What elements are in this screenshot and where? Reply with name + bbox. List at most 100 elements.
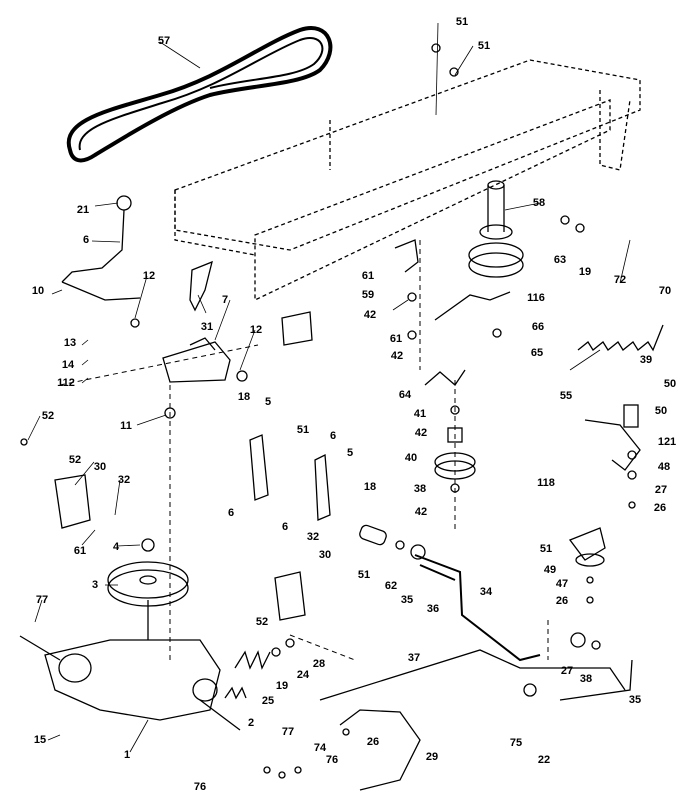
callout-42-mid[interactable]: 61	[389, 333, 403, 345]
callout-52-mid[interactable]: 30	[318, 549, 332, 561]
callout-26-mid[interactable]: 47	[555, 578, 569, 590]
callout-27-lower[interactable]: 22	[537, 754, 551, 766]
callout-19-upper[interactable]: 63	[553, 254, 567, 266]
callout-62[interactable]: 51	[357, 569, 371, 581]
callout-6-mid-left[interactable]: 6	[227, 507, 235, 519]
callout-7[interactable]: 7	[221, 294, 229, 306]
callout-65[interactable]: 66	[531, 321, 545, 333]
callout-75[interactable]: 76	[193, 781, 207, 793]
mount-bracket-left	[54, 474, 91, 529]
callout-72[interactable]: 19	[578, 266, 592, 278]
callout-76-upper[interactable]: 74	[313, 742, 327, 754]
callout-66[interactable]: 116	[527, 292, 545, 304]
callout-22[interactable]: 29	[425, 751, 439, 763]
shaft-sleeve	[359, 524, 387, 546]
callout-112[interactable]: 112	[57, 377, 75, 389]
callout-51-top[interactable]: 51	[455, 16, 469, 28]
callout-29[interactable]: 26	[366, 736, 380, 748]
belt-guide-pulley	[575, 553, 605, 567]
callout-41[interactable]: 64	[398, 389, 412, 401]
callout-5-left[interactable]: 5	[264, 396, 272, 408]
callout-55[interactable]: 39	[639, 354, 653, 366]
callout-15[interactable]: 15	[33, 734, 47, 746]
callout-59[interactable]: 61	[361, 270, 375, 282]
callout-76-lower[interactable]: 76	[325, 754, 339, 766]
callout-116[interactable]: 70	[658, 285, 672, 297]
callout-32-left[interactable]: 32	[117, 474, 131, 486]
callout-4[interactable]: 4	[112, 541, 120, 553]
idler-bracket	[394, 239, 419, 273]
callout-52-left[interactable]: 52	[68, 454, 82, 466]
callout-63[interactable]: 58	[532, 197, 546, 209]
callout-3[interactable]: 3	[91, 579, 99, 591]
idler-spring-arm	[424, 369, 466, 386]
callout-13[interactable]: 13	[63, 337, 77, 349]
belt-guide	[568, 527, 606, 561]
brake-bracket	[584, 404, 641, 471]
callout-57[interactable]: 57	[157, 35, 171, 47]
callout-27-upper[interactable]: 118	[537, 477, 555, 489]
callout-51-right[interactable]: 26	[653, 502, 667, 514]
callout-18-right[interactable]: 5	[346, 447, 354, 459]
callout-38-idler[interactable]: 40	[404, 452, 418, 464]
callout-12-left[interactable]: 12	[142, 270, 156, 282]
callout-121[interactable]: 50	[654, 405, 668, 417]
callout-61-mid[interactable]: 52	[255, 616, 269, 628]
callout-35-mid[interactable]: 62	[384, 580, 398, 592]
callout-42-bottom[interactable]: 38	[413, 483, 427, 495]
callout-5-right[interactable]: 6	[329, 430, 337, 442]
callout-49[interactable]: 51	[539, 543, 553, 555]
callout-32-mid[interactable]: 6	[281, 521, 289, 533]
callout-31[interactable]: 31	[200, 321, 214, 333]
callout-50-right[interactable]: 50	[663, 378, 677, 390]
callout-1[interactable]: 1	[123, 749, 131, 761]
callout-36[interactable]: 35	[400, 594, 414, 606]
callout-50-left[interactable]: 55	[559, 390, 573, 402]
callout-30-mid[interactable]: 32	[306, 531, 320, 543]
callout-24[interactable]: 28	[312, 658, 326, 670]
callout-14[interactable]: 14	[61, 359, 75, 371]
callout-42-upper[interactable]: 59	[361, 289, 375, 301]
callout-42-lower[interactable]: 41	[413, 408, 427, 420]
callout-64[interactable]: 65	[530, 347, 544, 359]
transaxle	[19, 635, 241, 731]
callout-58[interactable]: 42	[390, 350, 404, 362]
callout-11[interactable]: 11	[120, 420, 132, 432]
callout-51-mid[interactable]: 51	[296, 424, 310, 436]
callout-30-left[interactable]: 30	[93, 461, 107, 473]
callout-12-right[interactable]: 12	[249, 324, 263, 336]
callout-2[interactable]: 25	[261, 695, 275, 707]
callout-48[interactable]: 121	[657, 436, 677, 448]
callout-61-upper[interactable]: 42	[363, 309, 377, 321]
callout-25[interactable]: 19	[275, 680, 289, 692]
callout-77-lower[interactable]: 2	[247, 717, 255, 729]
callout-21[interactable]: 21	[76, 204, 90, 216]
callout-19-lower[interactable]: 24	[296, 669, 310, 681]
callout-51-upper[interactable]: 51	[477, 40, 491, 52]
callout-26-upper[interactable]: 27	[654, 484, 668, 496]
callout-37[interactable]: 34	[479, 586, 493, 598]
callout-39[interactable]: 42	[414, 506, 428, 518]
callout-47[interactable]: 49	[543, 564, 557, 576]
chassis-frame	[174, 59, 641, 302]
callout-6-lever[interactable]: 6	[82, 234, 90, 246]
callout-118[interactable]: 48	[657, 461, 671, 473]
callout-52-far-left[interactable]: 52	[41, 410, 55, 422]
callout-40[interactable]: 42	[414, 427, 428, 439]
callout-38-lower[interactable]: 27	[560, 665, 574, 677]
callout-6-mid-right[interactable]: 18	[363, 481, 377, 493]
callout-28[interactable]: 37	[407, 652, 421, 664]
callout-35-lower[interactable]: 38	[579, 673, 593, 685]
callout-61-left[interactable]: 61	[73, 545, 87, 557]
callout-53[interactable]: 35	[628, 694, 642, 706]
callout-77-left[interactable]: 77	[35, 594, 49, 606]
callout-70[interactable]: 72	[613, 274, 627, 286]
callout-74[interactable]: 77	[281, 726, 295, 738]
callout-51-lower[interactable]: 26	[555, 595, 569, 607]
callout-10[interactable]: 10	[31, 285, 45, 297]
callout-34[interactable]: 36	[426, 603, 440, 615]
callout-26-lower[interactable]: 75	[509, 737, 523, 749]
return-spring	[234, 650, 271, 670]
tension-spring	[577, 324, 664, 352]
callout-18-left[interactable]: 18	[237, 391, 251, 403]
